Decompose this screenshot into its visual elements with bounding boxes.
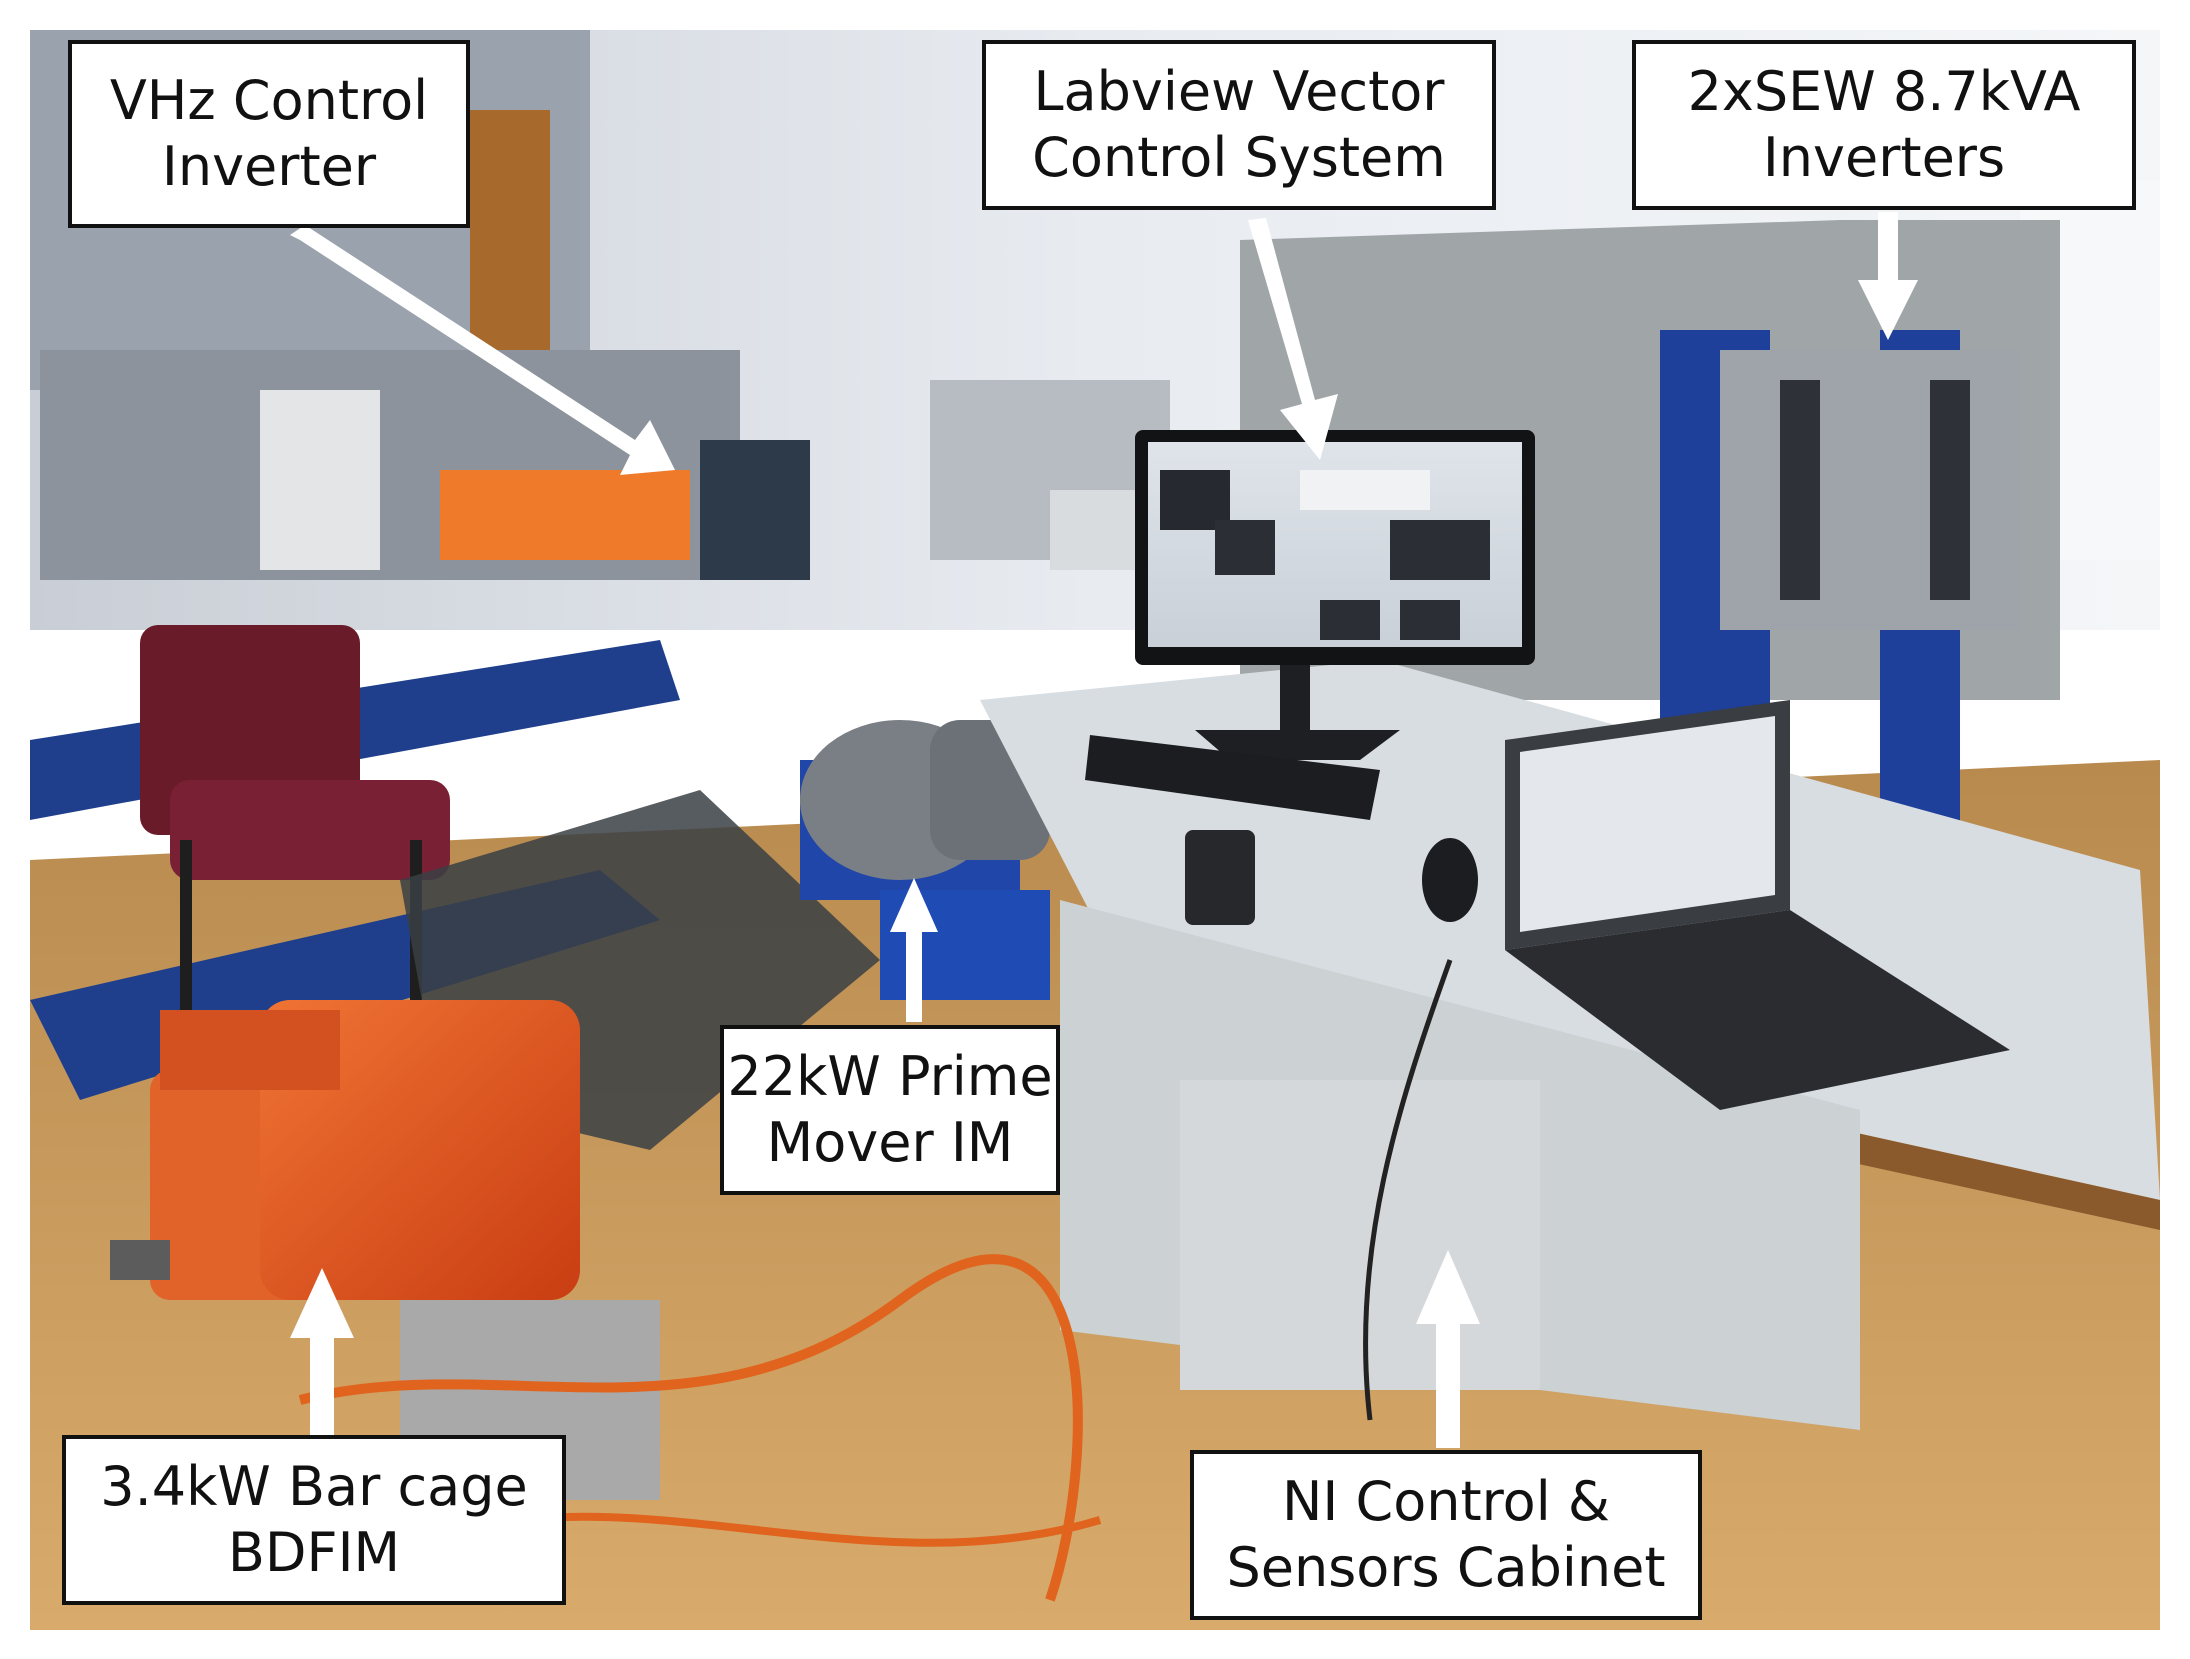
label-line: Mover IM: [766, 1111, 1014, 1174]
label-line: Inverters: [1762, 126, 2006, 189]
arrow-vhz-icon: [290, 225, 675, 475]
arrow-bdfim-icon: [290, 1268, 354, 1435]
arrow-labview-icon: [1248, 218, 1338, 460]
label-line: Labview Vector: [1033, 60, 1445, 124]
arrow-prime-icon: [890, 878, 938, 1022]
label-line: VHz Control: [109, 69, 429, 133]
label-vhz-control-inverter: VHz Control Inverter: [68, 40, 470, 228]
label-line: 3.4kW Bar cage: [100, 1455, 528, 1519]
label-line: 22kW Prime: [727, 1045, 1053, 1109]
arrow-ni-icon: [1416, 1250, 1480, 1448]
label-line: 2xSEW 8.7kVA: [1687, 60, 2081, 124]
label-line: NI Control &: [1282, 1470, 1610, 1534]
label-line: Control System: [1032, 126, 1446, 189]
arrow-sew-icon: [1858, 212, 1918, 340]
label-ni-control-sensors-cabinet: NI Control & Sensors Cabinet: [1190, 1450, 1702, 1620]
label-bar-cage-bdfim: 3.4kW Bar cage BDFIM: [62, 1435, 566, 1605]
label-sew-inverters: 2xSEW 8.7kVA Inverters: [1632, 40, 2136, 210]
label-line: BDFIM: [227, 1521, 401, 1584]
label-line: Sensors Cabinet: [1226, 1536, 1666, 1599]
label-labview-vector-control-system: Labview Vector Control System: [982, 40, 1496, 210]
label-line: Inverter: [161, 135, 377, 198]
label-prime-mover-im: 22kW Prime Mover IM: [720, 1025, 1060, 1195]
